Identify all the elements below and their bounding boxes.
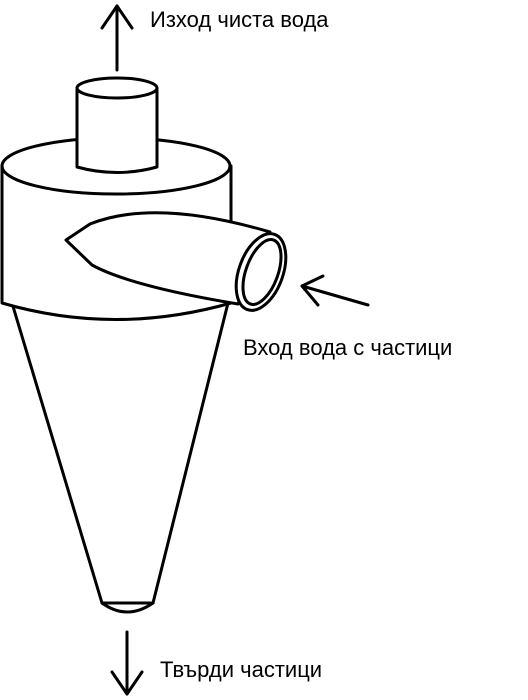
water-inlet-label: Вход вода с частици bbox=[243, 335, 453, 360]
solid-particles-label: Твърди частици bbox=[160, 657, 323, 682]
outlet-arrow-head bbox=[100, 4, 134, 30]
inlet-arrow-head bbox=[300, 274, 325, 307]
inlet-opening-inner bbox=[241, 238, 283, 306]
underflow-outlet bbox=[100, 601, 155, 614]
inlet-pipe bbox=[64, 211, 272, 306]
underflow-arrow-head bbox=[110, 670, 144, 696]
vortex-finder-top bbox=[75, 76, 159, 100]
inlet-arrow-shaft bbox=[300, 284, 370, 307]
clean-water-outlet-label: Изход чиста вода bbox=[150, 7, 329, 32]
vortex-finder-pipe bbox=[75, 86, 159, 174]
cone-body bbox=[10, 301, 230, 605]
